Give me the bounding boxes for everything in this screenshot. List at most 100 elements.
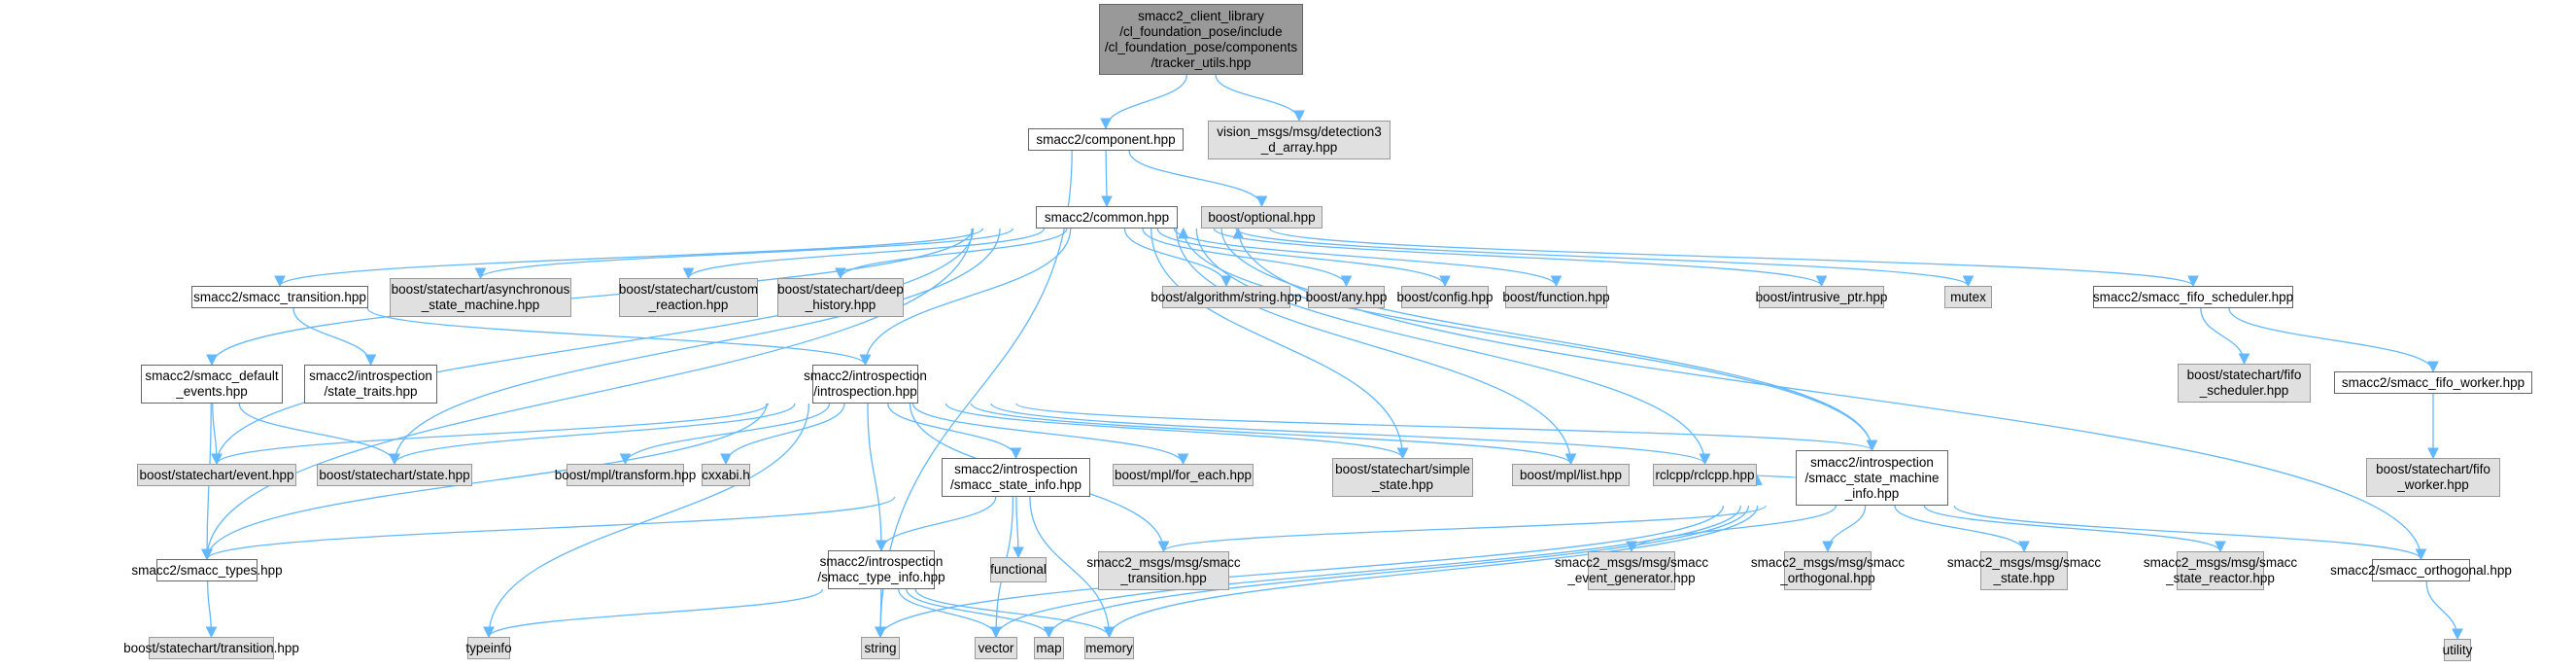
node-vector[interactable]: vector	[975, 637, 1017, 659]
node-utility[interactable]: utility	[2443, 639, 2472, 661]
edge-sm_info-to-common	[1177, 227, 1873, 451]
edge-introspection-to-state_info	[887, 403, 1022, 460]
edge-common-to-simple_state	[1151, 228, 1409, 460]
edge-fifo_scheduler-to-sc_fifo_scheduler	[2200, 307, 2250, 366]
node-smacc2-introspection-introspection[interactable]: smacc2/introspection /introspection.hpp	[804, 365, 927, 404]
node-boost-mpl-for-each[interactable]: boost/mpl/for_each.hpp	[1113, 464, 1254, 486]
edge-common-to-mutex	[1235, 228, 1975, 288]
edge-sm_info-to-msg_event_gen	[1626, 505, 1838, 553]
node-boost-any[interactable]: boost/any.hpp	[1306, 286, 1387, 308]
node-smacc2-smacc-fifo-scheduler[interactable]: smacc2/smacc_fifo_scheduler.hpp	[2093, 286, 2293, 308]
node-smacc2-smacc-orthogonal[interactable]: smacc2/smacc_orthogonal.hpp	[2330, 559, 2512, 581]
edge-root-to-detection3d	[1215, 74, 1305, 123]
node-smacc2-msgs-smacc-state-reactor[interactable]: smacc2_msgs/msg/smacc _state_reactor.hpp	[2144, 551, 2297, 590]
edge-common-to-sm_info	[1220, 228, 1878, 452]
edge-common-to-intrusive_ptr	[1213, 228, 1828, 288]
edge-common-to-any	[1142, 228, 1353, 288]
node-smacc2-smacc-transition[interactable]: smacc2/smacc_transition.hpp	[191, 286, 368, 308]
node-rclcpp[interactable]: rclcpp/rclcpp.hpp	[1653, 464, 1757, 486]
edge-introspection-to-event	[211, 403, 770, 466]
node-smacc2-introspection-smacc-type-info[interactable]: smacc2/introspection /smacc_type_info.hp…	[817, 550, 945, 589]
edge-type_info-to-memory	[914, 588, 1116, 639]
node-boost-statechart-asynchronous-state-machine[interactable]: boost/statechart/asynchronous _state_mac…	[390, 278, 571, 317]
node-vision-msgs-detection3d-array[interactable]: vision_msgs/msg/detection3 _d_array.hpp	[1208, 121, 1391, 159]
edge-state_info-to-type_info	[876, 496, 997, 552]
edge-introspection-to-state	[389, 403, 796, 466]
edge-introspection-to-mpl_transform	[619, 403, 831, 466]
node-smacc2-common[interactable]: smacc2/common.hpp	[1036, 206, 1178, 229]
edge-state_info-to-smacc_types	[201, 496, 896, 561]
node-smacc2-component[interactable]: smacc2/component.hpp	[1028, 128, 1184, 151]
edge-common-to-fifo_scheduler	[1269, 228, 2199, 288]
node-cxxabi[interactable]: cxxabi.h	[702, 464, 750, 486]
edge-common-to-mpl_list	[1175, 228, 1577, 466]
edge-sm_info-to-msg_orthogonal	[1822, 505, 1867, 553]
edge-fifo_scheduler-to-fifo_worker	[2228, 307, 2439, 373]
node-boost-intrusive-ptr[interactable]: boost/intrusive_ptr.hpp	[1756, 286, 1887, 308]
node-memory[interactable]: memory	[1084, 637, 1134, 659]
node-map[interactable]: map	[1034, 637, 1064, 659]
edge-common-to-rclcpp	[1195, 228, 1711, 466]
edge-introspection-to-rclcpp	[990, 403, 1711, 466]
edge-sm_info-to-msg_state_reactor	[1923, 505, 2226, 553]
edge-common-to-algo_string	[1123, 228, 1232, 288]
node-boost-statechart-fifo-scheduler[interactable]: boost/statechart/fifo _scheduler.hpp	[2178, 364, 2311, 403]
node-smacc2-smacc-types[interactable]: smacc2/smacc_types.hpp	[131, 559, 283, 581]
node-smacc2-introspection-smacc-state-info[interactable]: smacc2/introspection /smacc_state_info.h…	[942, 458, 1090, 497]
node-mutex[interactable]: mutex	[1944, 286, 1992, 308]
node-smacc2-msgs-smacc-event-generator[interactable]: smacc2_msgs/msg/smacc _event_generator.h…	[1555, 551, 1708, 590]
edge-sm_info-to-rclcpp	[1751, 474, 1797, 486]
edge-component-to-common	[1101, 150, 1113, 208]
node-boost-optional[interactable]: boost/optional.hpp	[1201, 206, 1322, 229]
edge-orthogonal-to-utility	[2425, 580, 2463, 641]
node-smacc2-msgs-smacc-orthogonal[interactable]: smacc2_msgs/msg/smacc _orthogonal.hpp	[1751, 551, 1905, 590]
edge-common-to-custom_reaction	[682, 228, 1046, 280]
node-string[interactable]: string	[861, 637, 900, 659]
node-boost-statechart-simple-state[interactable]: boost/statechart/simple _state.hpp	[1332, 458, 1473, 497]
edge-state_info-to-functional	[1013, 496, 1024, 559]
edge-smacc_types-to-sc_transition	[205, 580, 218, 639]
edge-default_events-to-event	[211, 403, 223, 466]
edge-common-to-state	[389, 228, 1001, 466]
node-boost-statechart-deep-history[interactable]: boost/statechart/deep _history.hpp	[777, 278, 904, 317]
edge-common-to-async_sm	[474, 228, 1013, 280]
node-boost-mpl-transform[interactable]: boost/mpl/transform.hpp	[555, 464, 696, 486]
edge-type_info-to-typeinfo	[483, 588, 824, 639]
edge-introspection-to-for_each	[911, 403, 1189, 466]
node-boost-statechart-event[interactable]: boost/statechart/event.hpp	[137, 464, 296, 486]
node-boost-algorithm-string[interactable]: boost/algorithm/string.hpp	[1151, 286, 1302, 308]
node-tracker-utils-root: smacc2_client_library /cl_foundation_pos…	[1099, 4, 1303, 75]
node-boost-statechart-state[interactable]: boost/statechart/state.hpp	[317, 464, 472, 486]
node-boost-statechart-fifo-worker[interactable]: boost/statechart/fifo _worker.hpp	[2366, 458, 2500, 497]
node-smacc2-smacc-default-events[interactable]: smacc2/smacc_default _events.hpp	[141, 365, 283, 404]
edge-common-to-config	[1156, 228, 1451, 288]
edge-type_info-to-map	[906, 588, 1055, 639]
node-smacc2-smacc-fifo-worker[interactable]: smacc2/smacc_fifo_worker.hpp	[2334, 371, 2532, 394]
edge-root-to-component	[1100, 74, 1187, 130]
node-boost-statechart-custom-reaction[interactable]: boost/statechart/custom _reaction.hpp	[619, 278, 758, 317]
edge-introspection-to-simple_state	[945, 403, 1409, 460]
node-functional[interactable]: functional	[990, 557, 1047, 582]
edge-introspection-to-typeinfo	[483, 403, 810, 639]
node-smacc2-msgs-smacc-transition[interactable]: smacc2_msgs/msg/smacc _transition.hpp	[1086, 551, 1241, 590]
node-boost-statechart-transition[interactable]: boost/statechart/transition.hpp	[123, 637, 299, 659]
edge-common-to-event	[211, 228, 975, 466]
edge-smacc_transition-to-state_traits	[292, 307, 377, 367]
edge-sm_info-to-msg_transition	[1157, 505, 1767, 553]
node-boost-config[interactable]: boost/config.hpp	[1396, 286, 1494, 308]
edge-introspection-to-type_info	[867, 403, 887, 552]
node-smacc2-introspection-state-traits[interactable]: smacc2/introspection /state_traits.hpp	[304, 365, 437, 404]
edge-introspection-to-cxxabi	[720, 403, 845, 466]
edge-common-to-deep_history	[835, 228, 1068, 280]
edge-default_events-to-state	[238, 403, 400, 466]
edge-type_info-to-string	[875, 588, 886, 639]
node-smacc2-msgs-smacc-state[interactable]: smacc2_msgs/msg/smacc _state.hpp	[1947, 551, 2101, 590]
node-smacc2-introspection-smacc-state-machine-info[interactable]: smacc2/introspection /smacc_state_machin…	[1796, 450, 1948, 506]
node-typeinfo[interactable]: typeinfo	[465, 637, 512, 659]
node-boost-function[interactable]: boost/function.hpp	[1502, 286, 1610, 308]
edge-type_info-to-vector	[898, 588, 1002, 639]
node-boost-mpl-list[interactable]: boost/mpl/list.hpp	[1512, 464, 1630, 486]
edge-common-to-function	[1173, 228, 1563, 288]
edge-introspection-to-sm_info	[1015, 403, 1877, 452]
